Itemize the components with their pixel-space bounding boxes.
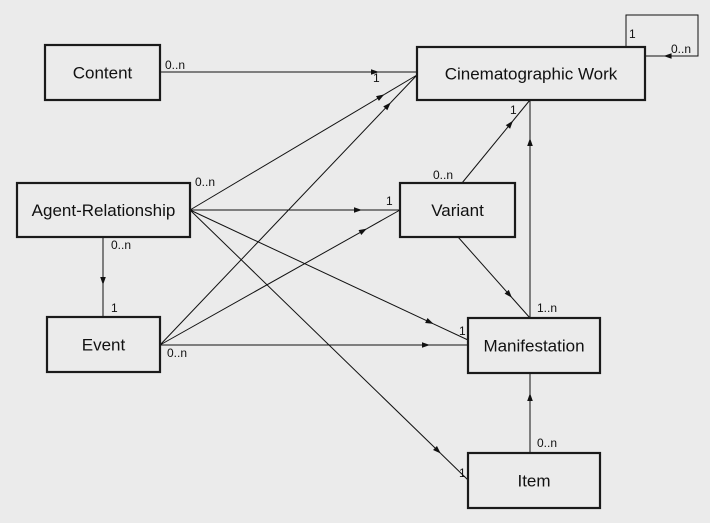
entity-label: Item <box>517 472 550 491</box>
entity-label: Agent-Relationship <box>32 201 176 220</box>
cardinality-item-src: 0..n <box>537 436 557 450</box>
edge-ar-to-item <box>189 209 469 481</box>
cardinality-event-src: 0..n <box>167 346 187 360</box>
entity-item[interactable]: Item <box>466 451 602 510</box>
entity-label: Content <box>73 64 133 83</box>
edge-ar-to-manifestation <box>189 209 469 341</box>
cardinality-ar-event-src: 0..n <box>111 238 131 252</box>
entity-label: Event <box>82 336 126 355</box>
cardinality-variant-src: 0..n <box>433 168 453 182</box>
cardinality-variant-cw: 1 <box>510 103 517 117</box>
cardinality-ar-event-dst: 1 <box>111 301 118 315</box>
entity-content[interactable]: Content <box>43 43 162 102</box>
entity-variant[interactable]: Variant <box>398 181 517 239</box>
edge-ar-to-cw <box>189 74 418 211</box>
edge-event-to-cw <box>159 74 418 346</box>
entity-agent-relationship[interactable]: Agent-Relationship <box>15 181 192 239</box>
cardinality-cw-self-n: 0..n <box>671 42 691 56</box>
cardinality-ar-src: 0..n <box>195 175 215 189</box>
entity-label: Cinematographic Work <box>445 65 618 84</box>
edge-variant-to-manifestation <box>457 236 531 319</box>
edge-variant-to-cw <box>461 99 531 184</box>
cardinality-content-src: 0..n <box>165 58 185 72</box>
entity-cinematographic-work[interactable]: Cinematographic Work <box>415 45 647 102</box>
cardinality-ar-variant: 1 <box>386 194 393 208</box>
entity-label: Manifestation <box>483 337 584 356</box>
cardinality-cw-self-1: 1 <box>629 27 636 41</box>
cardinality-manifestation-cw: 1..n <box>537 301 557 315</box>
edge-event-to-variant <box>159 209 401 346</box>
cardinality-content-cw: 1 <box>373 71 380 85</box>
entity-event[interactable]: Event <box>45 315 162 374</box>
cardinality-ar-manifestation: 1 <box>459 324 466 338</box>
entity-label: Variant <box>431 201 484 220</box>
cardinality-ar-item: 1 <box>459 466 466 480</box>
edge-cw-self-loop <box>625 14 699 59</box>
entity-manifestation[interactable]: Manifestation <box>466 316 602 375</box>
